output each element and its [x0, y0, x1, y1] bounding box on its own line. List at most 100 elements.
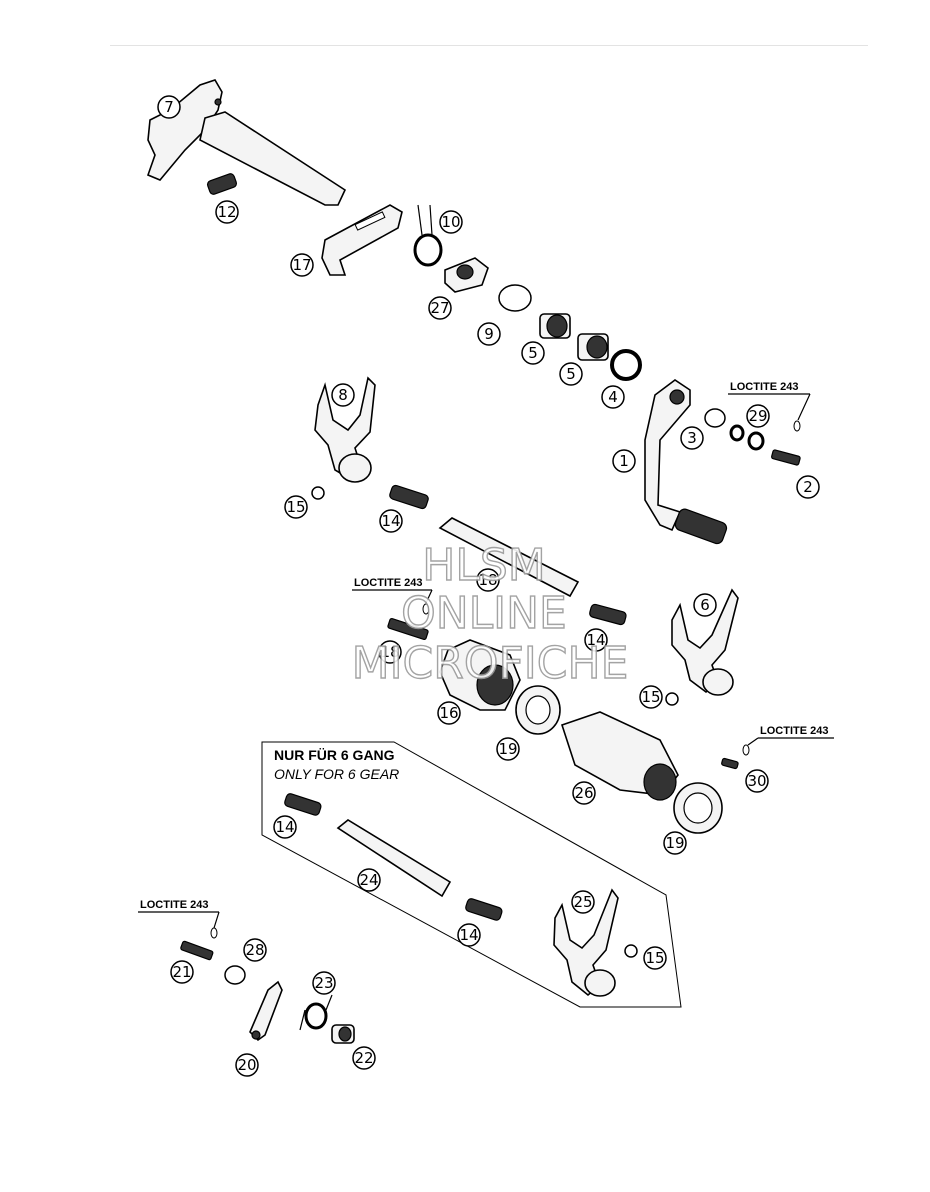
- callout-number: 30: [747, 772, 766, 790]
- spring-14c: [284, 793, 322, 816]
- callout-number: 17: [292, 256, 311, 274]
- needle-bearing-5a: [539, 313, 571, 339]
- callout-number: 29: [748, 407, 767, 425]
- callout-number: 4: [608, 388, 618, 406]
- callout-number: 22: [354, 1049, 373, 1067]
- callout-number: 24: [359, 871, 378, 889]
- spring-12: [206, 173, 238, 195]
- shift-drum-26: [560, 711, 679, 801]
- callout-number: 10: [441, 213, 460, 231]
- callout-15: 15: [284, 495, 308, 519]
- callout-number: 27: [430, 299, 449, 317]
- guide-shaft-18: [438, 517, 580, 598]
- washer-9: [498, 284, 532, 312]
- callout-19: 19: [496, 737, 520, 761]
- guide-shaft-24: [336, 819, 452, 898]
- callout-number: 19: [498, 740, 517, 758]
- callout-number: 6: [700, 596, 710, 614]
- callout-25: 25: [571, 890, 595, 914]
- callout-19: 19: [663, 831, 687, 855]
- callout-30: 30: [745, 769, 769, 793]
- shift-fork-8: [314, 376, 376, 483]
- callout-10: 10: [439, 210, 463, 234]
- watermark: HLSM ONLINE MICROFICHE: [351, 539, 629, 689]
- callout-6: 6: [693, 593, 717, 617]
- shift-drum-segment-16: [439, 639, 521, 711]
- loctite-drop-a: [793, 420, 801, 432]
- callout-2: 2: [796, 475, 820, 499]
- callout-4: 4: [601, 385, 625, 409]
- callout-number: 21: [172, 963, 191, 981]
- callout-3: 3: [680, 426, 704, 450]
- loctite-label-b: LOCTITE 243: [352, 577, 433, 604]
- shift-shaft: [146, 79, 347, 206]
- callout-number: 12: [217, 203, 236, 221]
- callout-number: 15: [645, 949, 664, 967]
- spring-14b: [589, 603, 627, 626]
- callout-number: 15: [286, 498, 305, 516]
- spring-23: [299, 994, 333, 1031]
- bearing-19b: [673, 782, 723, 834]
- loctite-label-a: LOCTITE 243: [728, 381, 811, 421]
- screw-30: [721, 757, 739, 770]
- svg-text:HLSM: HLSM: [422, 540, 546, 591]
- roller-22: [331, 1024, 355, 1044]
- callout-12: 12: [215, 200, 239, 224]
- callout-8: 8: [331, 383, 355, 407]
- callout-number: 20: [237, 1056, 256, 1074]
- torsion-spring-10: [413, 204, 443, 267]
- svg-text:MICROFICHE: MICROFICHE: [352, 638, 629, 689]
- callout-number: 5: [528, 344, 538, 362]
- screw-18: [387, 617, 429, 641]
- callout-number: 18: [380, 643, 399, 661]
- callout-7: 7: [157, 95, 181, 119]
- bearing-19a: [515, 685, 561, 735]
- shift-lever-plate: [321, 204, 403, 276]
- callout-number: 1: [619, 452, 629, 470]
- loctite-label-d: LOCTITE 243: [138, 899, 220, 929]
- svg-text:LOCTITE 243: LOCTITE 243: [140, 899, 208, 911]
- callout-number: 9: [484, 325, 494, 343]
- callout-15: 15: [643, 946, 667, 970]
- callout-22: 22: [352, 1046, 376, 1070]
- callout-number: 14: [459, 926, 478, 944]
- ring-29a: [729, 424, 745, 442]
- bolt-2: [771, 449, 801, 466]
- callout-1: 1: [612, 449, 636, 473]
- callout-number: 14: [586, 631, 605, 649]
- seal-ring-4: [610, 349, 642, 381]
- callout-number: 18: [478, 571, 497, 589]
- six-gear-frame: [261, 741, 682, 1008]
- callout-26: 26: [572, 781, 596, 805]
- svg-text:LOCTITE 243: LOCTITE 243: [760, 725, 828, 737]
- callout-number: 14: [275, 818, 294, 836]
- callout-29: 29: [746, 404, 770, 428]
- callout-number: 3: [687, 429, 697, 447]
- callout-9: 9: [477, 322, 501, 346]
- needle-bearing-5b: [577, 333, 609, 361]
- spring-14a: [389, 484, 429, 510]
- callout-number: 16: [439, 704, 458, 722]
- callout-number: 2: [803, 478, 813, 496]
- roller-15c: [624, 944, 638, 958]
- callout-number: 26: [574, 784, 593, 802]
- lever-20: [249, 980, 283, 1042]
- callout-number: 23: [314, 974, 333, 992]
- spring-14d: [465, 898, 503, 921]
- top-rule: [110, 45, 868, 46]
- note-english: ONLY FOR 6 GEAR: [274, 766, 399, 782]
- callout-15: 15: [639, 685, 663, 709]
- callout-number: 15: [641, 688, 660, 706]
- callout-number: 8: [338, 386, 348, 404]
- callout-number: 19: [665, 834, 684, 852]
- loctite-label-c: LOCTITE 243: [747, 725, 834, 746]
- ring-29b: [747, 431, 765, 451]
- svg-text:ONLINE: ONLINE: [401, 588, 567, 639]
- callout-14: 14: [457, 923, 481, 947]
- note-german: NUR FÜR 6 GANG: [274, 747, 395, 763]
- washer-28: [224, 965, 246, 985]
- svg-text:LOCTITE 243: LOCTITE 243: [354, 577, 422, 589]
- callout-number: 14: [381, 512, 400, 530]
- roller-15b: [665, 692, 679, 706]
